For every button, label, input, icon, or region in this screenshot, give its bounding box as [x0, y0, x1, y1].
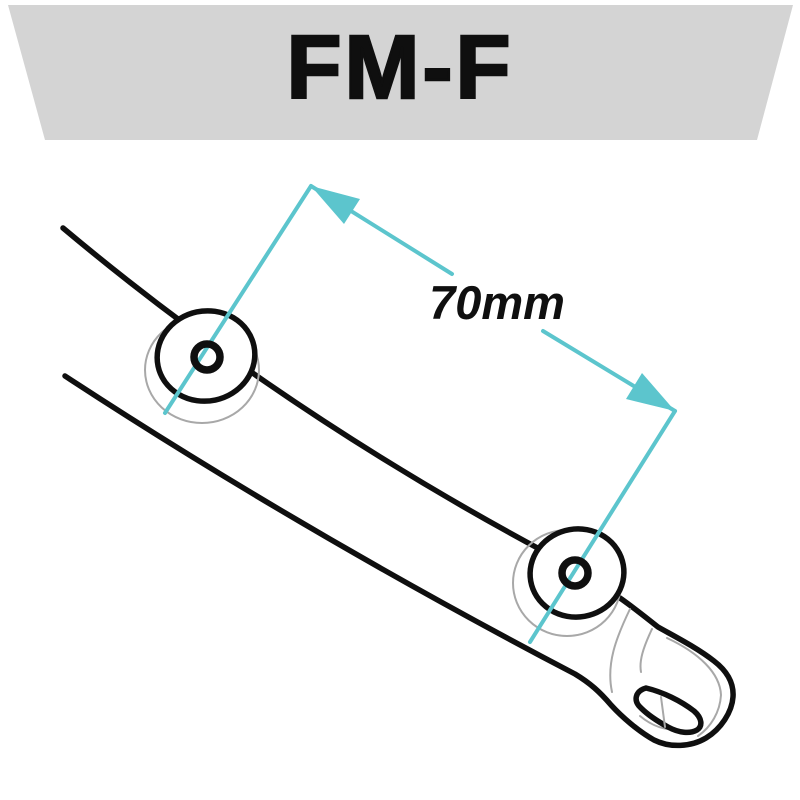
clamp-contour-inner-right: [666, 637, 723, 737]
arm-upper-line: [60, 225, 548, 555]
clamp-contour-neck-2: [639, 628, 653, 673]
dimension-arrowhead-end: [626, 373, 675, 411]
clamp-contour-neck-1: [609, 608, 631, 693]
bolt-boss-right: [527, 526, 627, 620]
bolt-boss-left: [154, 308, 258, 404]
arm-lower-and-clamp-outline: [62, 373, 736, 749]
dimension-extension-line-left: [163, 184, 313, 415]
model-title: FM-F: [285, 16, 514, 119]
dimension-label: 70mm: [429, 276, 565, 329]
dimension-arrowhead-start: [311, 186, 360, 224]
dimension-extension-line-right: [528, 409, 677, 644]
diagram-canvas: 70mm: [60, 184, 736, 749]
clamp-body-fill: [575, 598, 734, 746]
bolt-hole-right: [558, 556, 592, 590]
bolt-hole-left: [190, 340, 224, 374]
hook-slot: [633, 685, 704, 736]
hook-slot-divider: [660, 696, 666, 728]
header-banner: FM-F: [8, 5, 793, 140]
